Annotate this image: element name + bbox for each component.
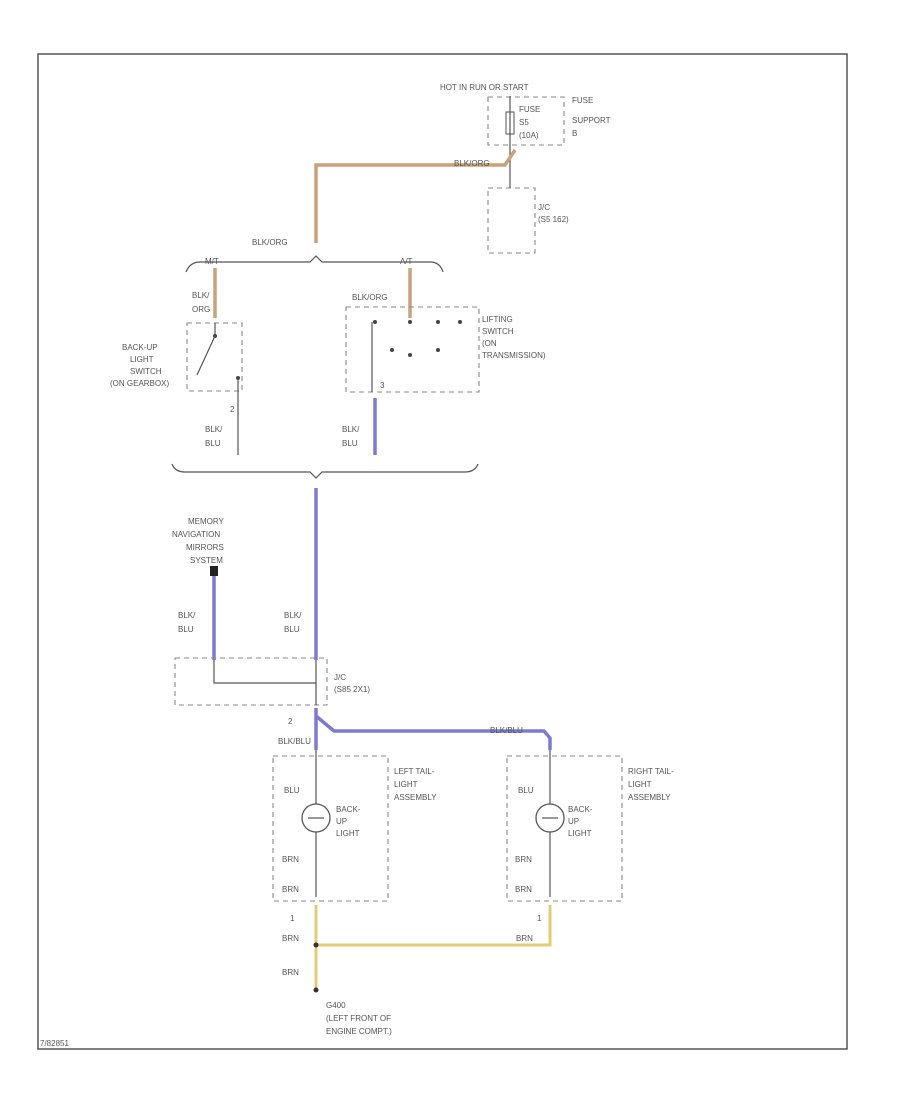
lifting-pin-2 xyxy=(408,320,412,324)
fuse-label-1: FUSE xyxy=(519,105,540,114)
pin-3-right: 3 xyxy=(380,381,385,390)
fuse-support-label-3: B xyxy=(572,129,577,138)
splice-mid-bus xyxy=(213,660,316,684)
fuse-label-2: S5 xyxy=(519,118,529,127)
ground-terminal xyxy=(313,987,319,993)
memory-nav-label-4: SYSTEM xyxy=(190,556,223,565)
left-bulb-label-3: LIGHT xyxy=(336,829,360,838)
wire-brn-ground xyxy=(314,905,552,990)
right-tail-label-2: LIGHT xyxy=(628,780,652,789)
right-tail-box xyxy=(506,755,623,902)
right-bulb-label-1: BACK- xyxy=(568,805,593,814)
wire-label-blu-left: BLU xyxy=(284,786,300,795)
wire-label-blk-org-mid: BLK/ORG xyxy=(252,238,288,247)
ground-splice xyxy=(313,942,319,948)
lifting-pin-3 xyxy=(436,320,440,324)
fuse-support-label-1: FUSE xyxy=(572,96,593,105)
right-bulb-label-2: UP xyxy=(568,817,579,826)
wire-label-blk-blu-lower: BLK/BLU xyxy=(278,737,311,746)
backup-switch-label-2: LIGHT xyxy=(130,355,154,364)
splice-mid-label-1: J/C xyxy=(334,673,346,682)
lifting-pin-1 xyxy=(373,320,377,324)
backup-switch-label-4: (ON GEARBOX) xyxy=(110,379,169,388)
memory-nav-label-3: MIRRORS xyxy=(186,543,224,552)
wire-blk-org-top xyxy=(314,149,517,243)
memory-nav-connector xyxy=(210,566,218,576)
wire-label-brn-l1: BRN xyxy=(282,855,299,864)
wire-label-blk-blu-main-1: BLK/ xyxy=(284,611,302,620)
lifting-pin-7 xyxy=(458,320,462,324)
split-at-label: A/T xyxy=(400,257,413,266)
left-bulb-label-2: UP xyxy=(336,817,347,826)
splice-mid-label-2: (S85 2X1) xyxy=(334,685,370,694)
wire-label-brn-r2: BRN xyxy=(515,885,532,894)
hot-label: HOT IN RUN OR START xyxy=(440,83,529,92)
wire-label-blk-blu-across: BLK/BLU xyxy=(490,726,523,735)
left-tail-label-1: LEFT TAIL- xyxy=(394,767,435,776)
wire-label-blk-blu-mem-1: BLK/ xyxy=(178,611,196,620)
diagram-frame xyxy=(37,53,848,1050)
memory-nav-label-1: MEMORY xyxy=(188,517,225,526)
splice-top-label-1: J/C xyxy=(538,203,550,212)
pin-2-left: 2 xyxy=(230,405,235,414)
right-tail-label-3: ASSEMBLY xyxy=(628,793,671,802)
wire-label-brn-g1: BRN xyxy=(282,934,299,943)
right-bulb-label-3: LIGHT xyxy=(568,829,592,838)
wire-label-brn-g2: BRN xyxy=(516,934,533,943)
fuse-support-box xyxy=(487,96,565,146)
backup-switch-arm xyxy=(196,335,216,376)
backup-switch-label-1: BACK-UP xyxy=(122,343,158,352)
wire-label-brn-r1: BRN xyxy=(515,855,532,864)
backup-switch-label-3: SWITCH xyxy=(130,367,162,376)
wire-label-blk-blu-left-2: BLU xyxy=(205,439,221,448)
wire-label-blk-blu-right-1: BLK/ xyxy=(342,425,360,434)
pin-1-right: 1 xyxy=(537,914,542,923)
fuse-symbol xyxy=(505,111,515,135)
pin-2-lower: 2 xyxy=(288,717,293,726)
wire-label-blk-org-top: BLK/ORG xyxy=(454,159,490,168)
split-brace-top xyxy=(185,255,444,273)
wire-label-blk-blu-mem-2: BLU xyxy=(178,625,194,634)
fuse-label-3: (10A) xyxy=(519,131,539,140)
lifting-pin-5 xyxy=(408,353,412,357)
left-bulb-label-1: BACK- xyxy=(336,805,361,814)
left-tail-box xyxy=(272,755,389,902)
wire-label-blu-right: BLU xyxy=(518,786,534,795)
lifting-switch-label-3: (ON xyxy=(482,339,497,348)
wire-label-blk-org-right: BLK/ORG xyxy=(352,293,388,302)
wire-label-blk-org-left-1: BLK/ xyxy=(192,291,210,300)
wire-label-blk-blu-right-2: BLU xyxy=(342,439,358,448)
wire-label-brn-g3: BRN xyxy=(282,968,299,977)
ground-label-1: G400 xyxy=(326,1001,346,1010)
fuse-support-label-2: SUPPORT xyxy=(572,116,611,125)
left-tail-label-3: ASSEMBLY xyxy=(394,793,437,802)
frame-id: 7/82851 xyxy=(40,1039,69,1048)
ground-label-2: (LEFT FRONT OF xyxy=(326,1014,391,1023)
left-tail-label-2: LIGHT xyxy=(394,780,418,789)
right-tail-label-1: RIGHT TAIL- xyxy=(628,767,674,776)
wire-label-brn-l2: BRN xyxy=(282,885,299,894)
wire-label-blk-blu-left-1: BLK/ xyxy=(205,425,223,434)
wire-label-blk-org-left-2: ORG xyxy=(192,305,210,314)
splice-mid-box xyxy=(174,657,328,706)
lifting-switch-label-4: TRANSMISSION) xyxy=(482,351,546,360)
lifting-pin-6 xyxy=(436,348,440,352)
lifting-switch-label-2: SWITCH xyxy=(482,327,514,336)
wire-blk-blu-lower xyxy=(314,708,552,750)
lifting-switch-box xyxy=(345,306,480,393)
ground-label-3: ENGINE COMPT.) xyxy=(326,1027,392,1036)
splice-top-label-2: (S5 162) xyxy=(538,215,569,224)
wire-label-blk-blu-main-2: BLU xyxy=(284,625,300,634)
split-mt-label: M/T xyxy=(205,257,219,266)
splice-top-box xyxy=(487,187,536,254)
lifting-pin-4 xyxy=(390,348,394,352)
merge-brace xyxy=(171,463,479,479)
memory-nav-label-2: NAVIGATION xyxy=(172,530,220,539)
lifting-switch-label-1: LIFTING xyxy=(482,315,513,324)
pin-1-left: 1 xyxy=(290,914,295,923)
